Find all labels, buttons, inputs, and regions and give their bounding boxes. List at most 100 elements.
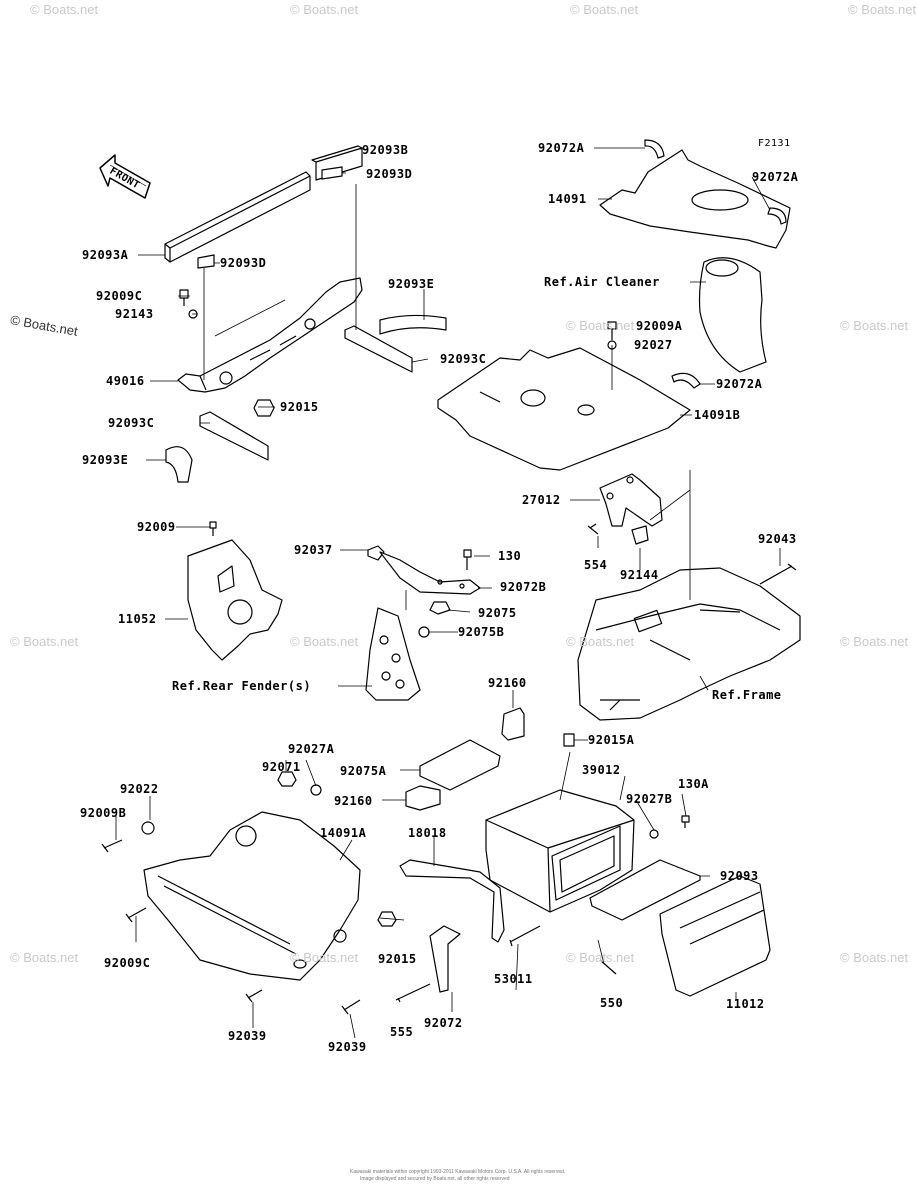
clamp-92072A-low bbox=[671, 372, 701, 389]
label-92093A: 92093A bbox=[82, 248, 129, 262]
figure-code: F2131 bbox=[758, 138, 791, 149]
label-14091: 14091 bbox=[548, 192, 587, 206]
strap-18018 bbox=[399, 859, 505, 943]
label-92009C-top: 92009C bbox=[96, 289, 143, 303]
label-ref-air-cleaner: Ref.Air Cleaner bbox=[544, 275, 660, 289]
nut-92015-top bbox=[253, 399, 275, 417]
seal-92093D-top bbox=[321, 166, 343, 180]
pad-92093C-left bbox=[199, 411, 269, 461]
label-92144: 92144 bbox=[620, 568, 659, 582]
label-92039-b: 92039 bbox=[328, 1040, 367, 1054]
label-92043: 92043 bbox=[758, 532, 797, 546]
label-550: 550 bbox=[600, 996, 624, 1010]
label-49016: 49016 bbox=[106, 374, 145, 388]
label-92071: 92071 bbox=[262, 760, 301, 774]
label-92015-top: 92015 bbox=[280, 400, 319, 414]
pad-92160-mid bbox=[405, 785, 441, 811]
cover-11012 bbox=[659, 875, 771, 997]
label-92093: 92093 bbox=[720, 869, 759, 883]
plate-14091B bbox=[437, 347, 691, 471]
watermark: © Boats.net bbox=[566, 318, 635, 333]
watermark: © Boats.net bbox=[10, 950, 79, 965]
watermark: © Boats.net bbox=[566, 634, 635, 649]
label-92009B: 92009B bbox=[80, 806, 127, 820]
label-92027B: 92027B bbox=[626, 792, 673, 806]
washer-92022 bbox=[141, 821, 155, 835]
label-92075B: 92075B bbox=[458, 625, 505, 639]
curve-92093E-top bbox=[379, 314, 447, 335]
label-92160-mid: 92160 bbox=[334, 794, 373, 808]
label-92027: 92027 bbox=[634, 338, 673, 352]
label-92143: 92143 bbox=[115, 307, 154, 321]
bracket-92072B bbox=[367, 545, 481, 595]
bolt-92009C-top bbox=[179, 289, 189, 306]
washer-92075B bbox=[418, 626, 430, 638]
label-92075A: 92075A bbox=[340, 764, 387, 778]
watermark: © Boats.net bbox=[290, 2, 359, 17]
label-92072A-low: 92072A bbox=[716, 377, 763, 391]
washer-92027B bbox=[649, 829, 659, 839]
label-92039-a: 92039 bbox=[228, 1029, 267, 1043]
bolt-92009B bbox=[101, 839, 123, 853]
label-11052: 11052 bbox=[118, 612, 157, 626]
bolt-92043 bbox=[759, 563, 797, 585]
screw-554 bbox=[587, 523, 599, 535]
pad-92093C-right bbox=[344, 325, 413, 373]
label-92093C-right: 92093C bbox=[440, 352, 487, 366]
watermark: © Boats.net bbox=[566, 950, 635, 965]
watermark: © Boats.net bbox=[840, 634, 909, 649]
label-39012: 39012 bbox=[582, 763, 621, 777]
cover-14091 bbox=[599, 149, 791, 249]
seal-92093A bbox=[164, 171, 311, 263]
label-92093E-top: 92093E bbox=[388, 277, 435, 291]
bolt-92039-a bbox=[245, 989, 263, 1003]
watermark: © Boats.net bbox=[30, 2, 99, 17]
label-555: 555 bbox=[390, 1025, 414, 1039]
label-92072B: 92072B bbox=[500, 580, 547, 594]
copyright-line-1: Kawasaki materials within copyright 1993… bbox=[350, 1169, 566, 1175]
cover-14091A bbox=[143, 811, 361, 981]
label-92009: 92009 bbox=[137, 520, 176, 534]
pad-92075A bbox=[419, 739, 501, 791]
label-92093C-left: 92093C bbox=[108, 416, 155, 430]
pad-92160-top bbox=[501, 707, 525, 741]
label-92093E-bot: 92093E bbox=[82, 453, 129, 467]
label-92075: 92075 bbox=[478, 606, 517, 620]
bolt-92009 bbox=[209, 521, 217, 536]
pin-555 bbox=[395, 983, 431, 1003]
frame bbox=[577, 567, 801, 721]
watermark: © Boats.net bbox=[570, 2, 639, 17]
watermark: © Boats.net bbox=[840, 318, 909, 333]
label-554: 554 bbox=[584, 558, 608, 572]
washer-92027A bbox=[310, 784, 322, 796]
pin-53011 bbox=[509, 925, 541, 947]
spring-92144 bbox=[631, 525, 649, 545]
label-11012: 11012 bbox=[726, 997, 765, 1011]
label-53011: 53011 bbox=[494, 972, 533, 986]
watermark: © Boats.net bbox=[290, 634, 359, 649]
bolt-92009C-bot bbox=[125, 907, 147, 923]
label-92009C-bot: 92009C bbox=[104, 956, 151, 970]
nut-92075 bbox=[429, 601, 451, 615]
bracket-27012 bbox=[599, 473, 663, 527]
curve-92093E-bot bbox=[165, 446, 193, 483]
label-92093D-top: 92093D bbox=[366, 167, 413, 181]
label-92160-top: 92160 bbox=[488, 676, 527, 690]
label-92072A-top: 92072A bbox=[538, 141, 585, 155]
seal-92093 bbox=[589, 859, 701, 921]
bolt-130 bbox=[463, 549, 472, 570]
battery-box-39012 bbox=[485, 789, 635, 913]
label-14091A: 14091A bbox=[320, 826, 367, 840]
label-ref-frame: Ref.Frame bbox=[712, 688, 782, 702]
label-ref-rear-fender: Ref.Rear Fender(s) bbox=[172, 679, 312, 693]
clamp-92072A-top bbox=[644, 139, 665, 159]
shield-11052 bbox=[187, 539, 283, 661]
nut-92071 bbox=[277, 771, 297, 787]
label-92015A: 92015A bbox=[588, 733, 635, 747]
screw-550 bbox=[599, 959, 617, 975]
clip-92072 bbox=[429, 925, 461, 993]
bracket-49016 bbox=[177, 277, 363, 393]
label-92093B: 92093B bbox=[362, 143, 409, 157]
label-92009A: 92009A bbox=[636, 319, 683, 333]
